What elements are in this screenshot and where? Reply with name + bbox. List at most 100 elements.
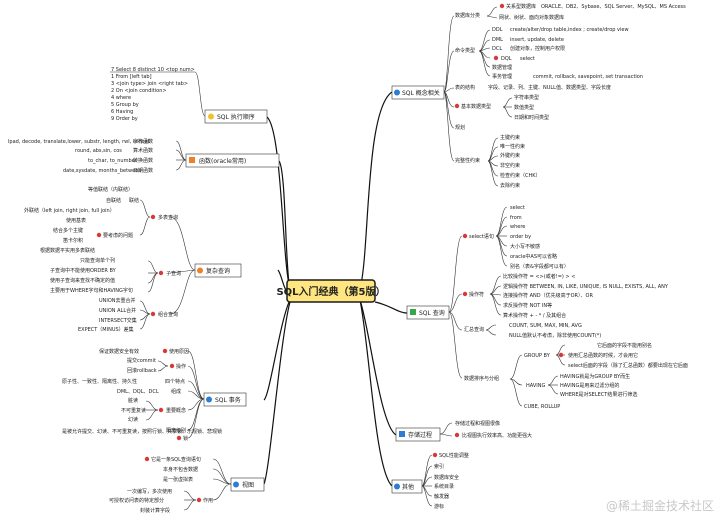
- node-op-compare: 比较操作符 = <>(或者!=) > <: [503, 273, 575, 280]
- node-proc-faster: 比视图执行效率高、功能更强大: [462, 432, 532, 439]
- node-groupby-agg: 使用汇总函数的时候，才会用它: [568, 352, 638, 359]
- flag-icon: [558, 352, 564, 358]
- branch-title: SQL 执行顺序: [217, 113, 255, 121]
- node-compound: 组合查询: [158, 311, 178, 318]
- node-unique: 唯一性约束: [500, 143, 525, 150]
- flag-icon: [462, 233, 468, 239]
- branch-complex-query: 复杂查询 多表查询 等值联结（内联结） 自联结 联结 外联结（left join…: [24, 186, 242, 333]
- exec-step: 9 Order by: [111, 116, 138, 122]
- node-dml-value: insert, update, delete: [510, 37, 564, 43]
- node-math-funcs: 算术函数: [133, 147, 153, 154]
- node-having: HAVING: [526, 383, 545, 389]
- node-having-filter: HAVING是用来过滤分组的: [560, 382, 619, 389]
- node-subquery: 子查询: [166, 270, 181, 277]
- node-math-funcs-list: round, abs,sin, cos: [75, 148, 122, 154]
- exec-step: 7 Select 8 distinct 10 <top num>: [111, 67, 195, 73]
- node-number-type: 数值类型: [514, 104, 534, 111]
- branch-title: SQL 查询: [419, 309, 445, 317]
- flag-icon: [162, 348, 168, 354]
- node-view-reuse: 一次编写，多次使用: [127, 488, 172, 495]
- node-select-stmt: select语句: [469, 233, 494, 240]
- branch-title: 存储过程: [408, 431, 432, 439]
- node-string-type: 字符串类型: [514, 94, 539, 101]
- flag-icon: [493, 55, 499, 61]
- node-intersect: INTERSECT交集: [99, 317, 137, 324]
- node-op-logic: 逻辑操作符 BETWEEN, IN, LIKE, UNIQUE, IS NULL…: [503, 283, 669, 290]
- node-union-all: UNION ALL合并: [99, 307, 136, 314]
- node-non-repeatable: 不可重复读: [121, 407, 146, 414]
- branch-views: 视图 它是一条SQL查询语句 本身不包含数据 是一张虚拟表 作用 一次编写，多次…: [109, 456, 265, 514]
- node-drop-constraint: 去除约束: [500, 182, 520, 189]
- node-groupby-no-alias: 它后面的字段不能用别名: [597, 342, 652, 349]
- branch-title: 视图: [242, 481, 254, 489]
- node-tx-mgmt: 事务管理: [492, 73, 512, 80]
- node-dml: DML: [492, 37, 503, 43]
- node-grouping: 数据排序与分组: [464, 375, 499, 382]
- info-icon: [394, 483, 400, 490]
- node-locks: 锁: [183, 435, 188, 442]
- node-key-concepts: 重要概念: [166, 407, 186, 414]
- node-sq-single-col: 只能查询单个列: [80, 257, 115, 264]
- node-tx-scope: DML、DQL、DCL: [117, 389, 159, 395]
- node-notnull: 非空约束: [500, 162, 520, 169]
- node-isolation: 隔离级别: [166, 427, 186, 434]
- node-date-funcs: 日期函数: [133, 167, 153, 174]
- info-icon: [233, 481, 239, 488]
- node-trigger: 触发器: [434, 493, 449, 500]
- node-sq-where-having: 主要用于WHERE字句和HAVING字句: [50, 287, 133, 294]
- node-kw-from: from: [510, 215, 522, 221]
- node-outer-join: 外联结（left join, right join, full join）: [24, 207, 115, 214]
- flag-icon: [499, 3, 505, 9]
- flag-icon: [196, 497, 202, 503]
- node-cartesian: 笛卡尔积: [63, 237, 83, 244]
- exec-step: 5 Group by: [111, 102, 139, 108]
- node-self-join: 自联结: [106, 197, 121, 204]
- node-db-categories: 数据库分类: [455, 12, 480, 19]
- node-cube-rollup: CUBE, ROLLUP: [524, 404, 560, 410]
- node-kw-where: where: [510, 224, 525, 230]
- node-catalog: 系统目录: [434, 483, 454, 490]
- branch-transactions: SQL 事务 使用原因 保证数据安全有效 操作 提交commit 回滚rollb…: [62, 348, 247, 442]
- node-security: 数据库安全: [434, 474, 459, 481]
- branch-title: 其他: [402, 483, 414, 491]
- node-agg-funcs: COUNT, SUM, MAX, MIN, AVG: [509, 323, 582, 329]
- func-icon: [189, 157, 195, 163]
- node-char-funcs-list: lpad, decode, translate,lower, substr, l…: [8, 139, 150, 145]
- node-acid-label: 四个特点: [165, 378, 185, 385]
- node-union: UNION去重合并: [99, 297, 136, 304]
- node-where-filter: WHERE是对SELECT结果进行筛选: [560, 391, 637, 398]
- node-dcl-value: 创建对象，控制用户权限: [510, 45, 565, 52]
- bulb-icon: [208, 113, 214, 120]
- node-char-funcs: 字符函数: [133, 138, 153, 145]
- node-phantom: 幻读: [128, 416, 138, 423]
- branch-exec-order: SQL 执行顺序 7 Select 8 distinct 10 <top num…: [110, 67, 268, 124]
- flag-icon: [150, 311, 156, 317]
- exec-step: 6 Having: [111, 109, 133, 115]
- node-proc-like-view: 存储过程和视图很像: [455, 420, 500, 427]
- node-having-for-groupby: HAVING就是为GROUP BY而生: [560, 373, 630, 380]
- node-join: 联结: [129, 197, 139, 204]
- node-command-types: 命令类型: [455, 47, 475, 54]
- node-op-arith: 算术操作符 + - * / 及其组合: [503, 312, 566, 319]
- node-fk: 外键约束: [500, 152, 520, 159]
- node-op-connect: 连接操作符 AND（优先级高于OR）、OR: [503, 292, 593, 299]
- watermark: @稀土掘金技术社区: [606, 498, 714, 513]
- node-tx-value: commit, rollback, savepoint, set transac…: [533, 74, 643, 80]
- node-ddl: DDL: [492, 27, 503, 33]
- node-use-base-table: 使用基表: [66, 217, 86, 224]
- flag-icon: [158, 407, 164, 413]
- node-case-insensitive: 大小写不敏感: [510, 243, 540, 250]
- node-sq-unknown: 使用子查询来查找不确定的值: [50, 277, 115, 284]
- node-agg-null: NULL值默认不考虑，除非使用COUNT(*): [509, 332, 601, 339]
- node-index: 索引: [434, 463, 444, 470]
- exec-step: 1 From [left tab]: [111, 74, 152, 80]
- node-considerations: 要考虑的问题: [103, 232, 133, 239]
- node-tx-ops: 操作: [176, 363, 186, 370]
- node-groupby-select: select后面的字段（除了汇总函数）都要出现在它后面: [568, 362, 688, 369]
- node-dirty-read: 脏读: [128, 397, 138, 404]
- node-perf-tuning: SQL性能调整: [439, 452, 469, 459]
- node-multi-table: 多表查询: [158, 214, 178, 221]
- node-alias: 别名（表&字段都可以有）: [510, 263, 569, 270]
- flag-icon: [169, 363, 175, 369]
- doc-icon: [399, 431, 405, 437]
